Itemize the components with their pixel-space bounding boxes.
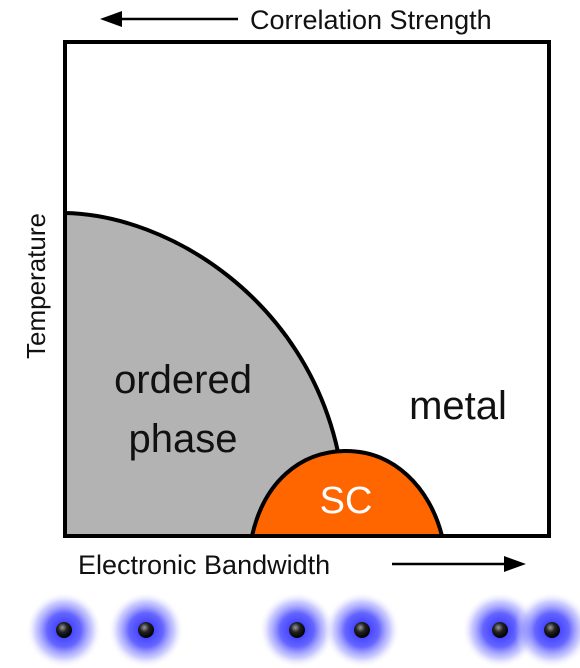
sc-dome-region <box>249 448 445 538</box>
orbital-pair-touching <box>259 592 400 668</box>
metal-label: metal <box>409 384 507 428</box>
orbital-pairs <box>26 592 580 668</box>
electron-dot-icon <box>138 622 154 638</box>
electron-dot-icon <box>354 622 370 638</box>
orbital-pair-overlapping <box>462 592 580 668</box>
ordered-phase-region <box>65 213 338 536</box>
electron-dot-icon <box>492 622 508 638</box>
electron-dot-icon <box>289 622 305 638</box>
electron-dot-icon <box>544 622 560 638</box>
left-arrow-icon <box>100 11 122 27</box>
plot-frame <box>63 40 551 538</box>
orbital-pair-separated <box>26 592 184 668</box>
electronic-bandwidth-label: Electronic Bandwidth <box>78 550 330 580</box>
correlation-strength-axis: Correlation Strength <box>100 5 492 35</box>
electron-dot-icon <box>56 622 72 638</box>
ordered-phase-boundary <box>64 211 340 453</box>
correlation-strength-label: Correlation Strength <box>250 5 492 35</box>
electronic-bandwidth-axis: Electronic Bandwidth <box>78 550 526 580</box>
right-arrow-icon <box>504 556 526 572</box>
ordered-label: ordered <box>114 358 252 402</box>
phase-label: phase <box>129 417 238 461</box>
temperature-label: Temperature <box>21 213 51 359</box>
sc-label: SC <box>320 480 373 522</box>
